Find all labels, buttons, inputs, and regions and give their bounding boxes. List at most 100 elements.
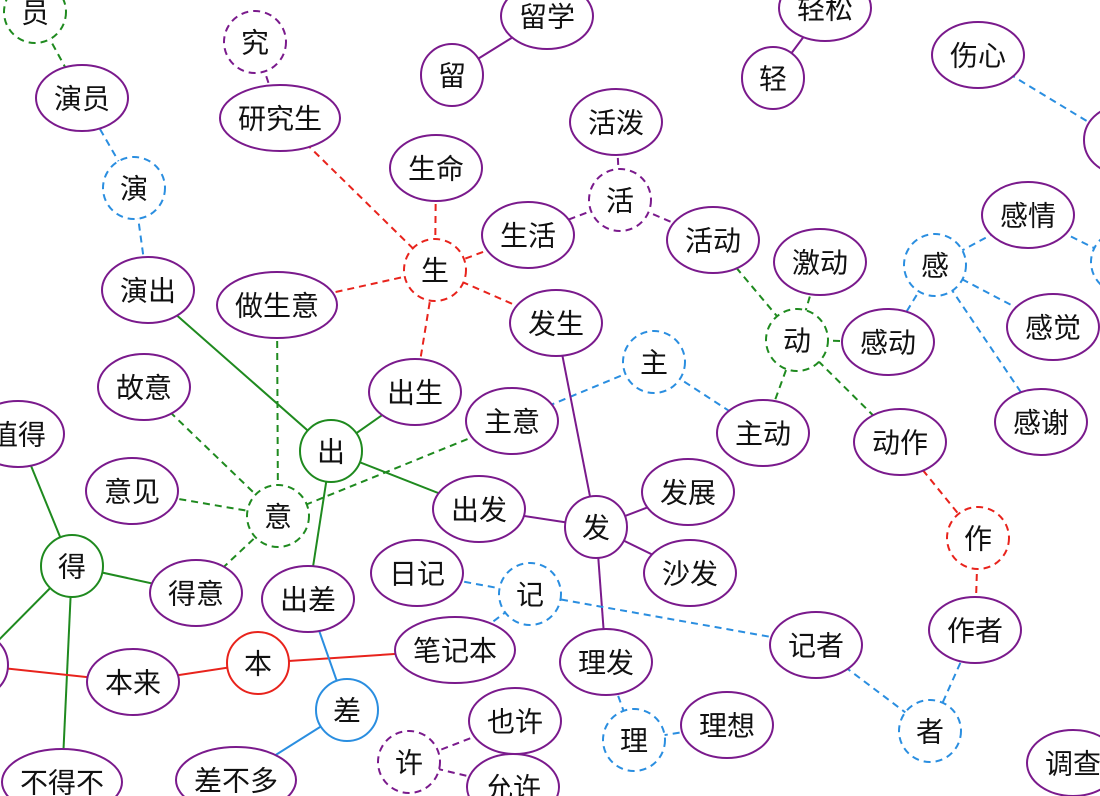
node-label-zhide: 值得 [0,419,46,452]
node-deyi: 得意 [149,559,243,627]
node-shape-shenghuo [481,201,575,269]
node-zuoshengyi: 做生意 [216,271,338,339]
node-yuan: 员 [3,0,67,44]
node-label-yanjiusheng: 研究生 [238,103,322,136]
node-label-dong: 动 [783,325,811,358]
node-label-bijiben: 笔记本 [413,635,497,668]
node-label-zhudong: 主动 [735,418,791,451]
node-shape-qing [741,46,805,110]
node-label-yanchu: 演出 [120,275,176,308]
node-shafa: 沙发 [643,539,737,607]
node-liu: 留 [420,43,484,107]
node-label-ben: 本 [244,648,272,681]
node-shenghuo: 生活 [481,201,575,269]
node-label-lifa: 理发 [578,647,634,680]
node-shape-chufa [432,475,526,543]
node-bijiben: 笔记本 [394,616,516,684]
node-yanyuan: 演员 [35,64,129,132]
node-shape-li [602,708,666,772]
node-label-qing: 轻 [759,63,787,96]
node-ganjue: 感觉 [1006,293,1100,361]
node-fazhan: 发展 [641,458,735,526]
node-label-yexu: 也许 [487,706,543,739]
node-label-sheng: 生 [421,255,449,288]
node-shape-lixiang [680,691,774,759]
node-huopo: 活泼 [569,88,663,156]
node-label-chabuduo: 差不多 [194,765,278,796]
node-shape-chai [315,678,379,742]
node-shape-zhudong [716,399,810,467]
node-jizhe: 记者 [769,611,863,679]
node-label-zhuyi: 主意 [484,406,540,439]
node-dongzuo: 动作 [853,408,947,476]
node-edge_right_blue [1090,238,1100,286]
node-label-yan: 演 [120,173,148,206]
node-shape-fazhan [641,458,735,526]
node-label-huo: 活 [606,185,634,218]
node-shape-shangxin [931,21,1025,89]
node-yanchu: 演出 [101,256,195,324]
node-label-chufa: 出发 [451,494,507,527]
node-label-zhe: 者 [916,716,944,749]
node-label-jidong: 激动 [792,247,848,280]
node-label-yanyuan: 演员 [54,83,110,116]
node-label-yijian: 意见 [104,476,160,509]
node-shape-zuozhe [928,596,1022,664]
node-shape-chuchai [261,565,355,633]
node-zuo: 作 [946,506,1010,570]
node-shape-shafa [643,539,737,607]
node-shape-fa [564,495,628,559]
node-label-budebu: 不得不 [20,767,104,796]
node-lixiang: 理想 [680,691,774,759]
node-label-shengming: 生命 [408,153,464,186]
node-chufa: 出发 [432,475,526,543]
node-shape-zhu [622,330,686,394]
node-zhuyi: 主意 [465,387,559,455]
node-shape-dongzuo [853,408,947,476]
node-diaocha: 调查 [1026,729,1100,796]
node-shape-liuxue [500,0,594,50]
node-shape-budebu [1,748,123,796]
node-shape-liu [420,43,484,107]
node-fa: 发 [564,495,628,559]
node-label-shenghuo: 生活 [500,220,556,253]
node-label-deyi: 得意 [168,578,224,611]
node-yunxu: 允许 [466,753,560,796]
node-label-li: 理 [620,725,648,758]
node-shape-chu [299,419,363,483]
node-label-liu: 留 [438,60,466,93]
node-shape-edge_right_blue [1090,238,1100,286]
node-label-dongzuo: 动作 [872,427,928,460]
node-label-fazhan: 发展 [660,477,716,510]
node-shape-gandong [841,308,935,376]
node-label-fasheng: 发生 [528,308,584,341]
node-chu: 出 [299,419,363,483]
node-label-chuchai: 出差 [280,584,336,617]
node-label-huodong: 活动 [685,225,741,258]
node-zhe: 者 [898,699,962,763]
node-label-zuo: 作 [964,523,992,556]
node-shape-xin [1083,110,1100,170]
node-label-gan: 感 [921,250,949,283]
node-budebu: 不得不 [1,748,123,796]
node-shape-de [40,534,104,598]
node-shape-qingsong [778,0,872,42]
node-label-riji: 日记 [389,558,445,591]
node-label-yunxu: 允许 [485,772,541,796]
node-label-yi: 意 [264,501,292,534]
node-shape-jiu [223,10,287,74]
node-ganqing: 感情 [981,181,1075,249]
node-lifa: 理发 [559,628,653,696]
node-shape-dong [765,308,829,372]
node-label-gandong: 感动 [860,327,916,360]
node-label-qingsong: 轻松 [797,0,853,26]
node-shape-gan [903,233,967,297]
node-label-guyi: 故意 [116,372,172,405]
node-huodong: 活动 [666,206,760,274]
node-shape-huopo [569,88,663,156]
node-yexu: 也许 [468,687,562,755]
node-liuxue: 留学 [500,0,594,50]
node-shape-zuo [946,506,1010,570]
edge-chusheng-sheng [414,269,436,393]
